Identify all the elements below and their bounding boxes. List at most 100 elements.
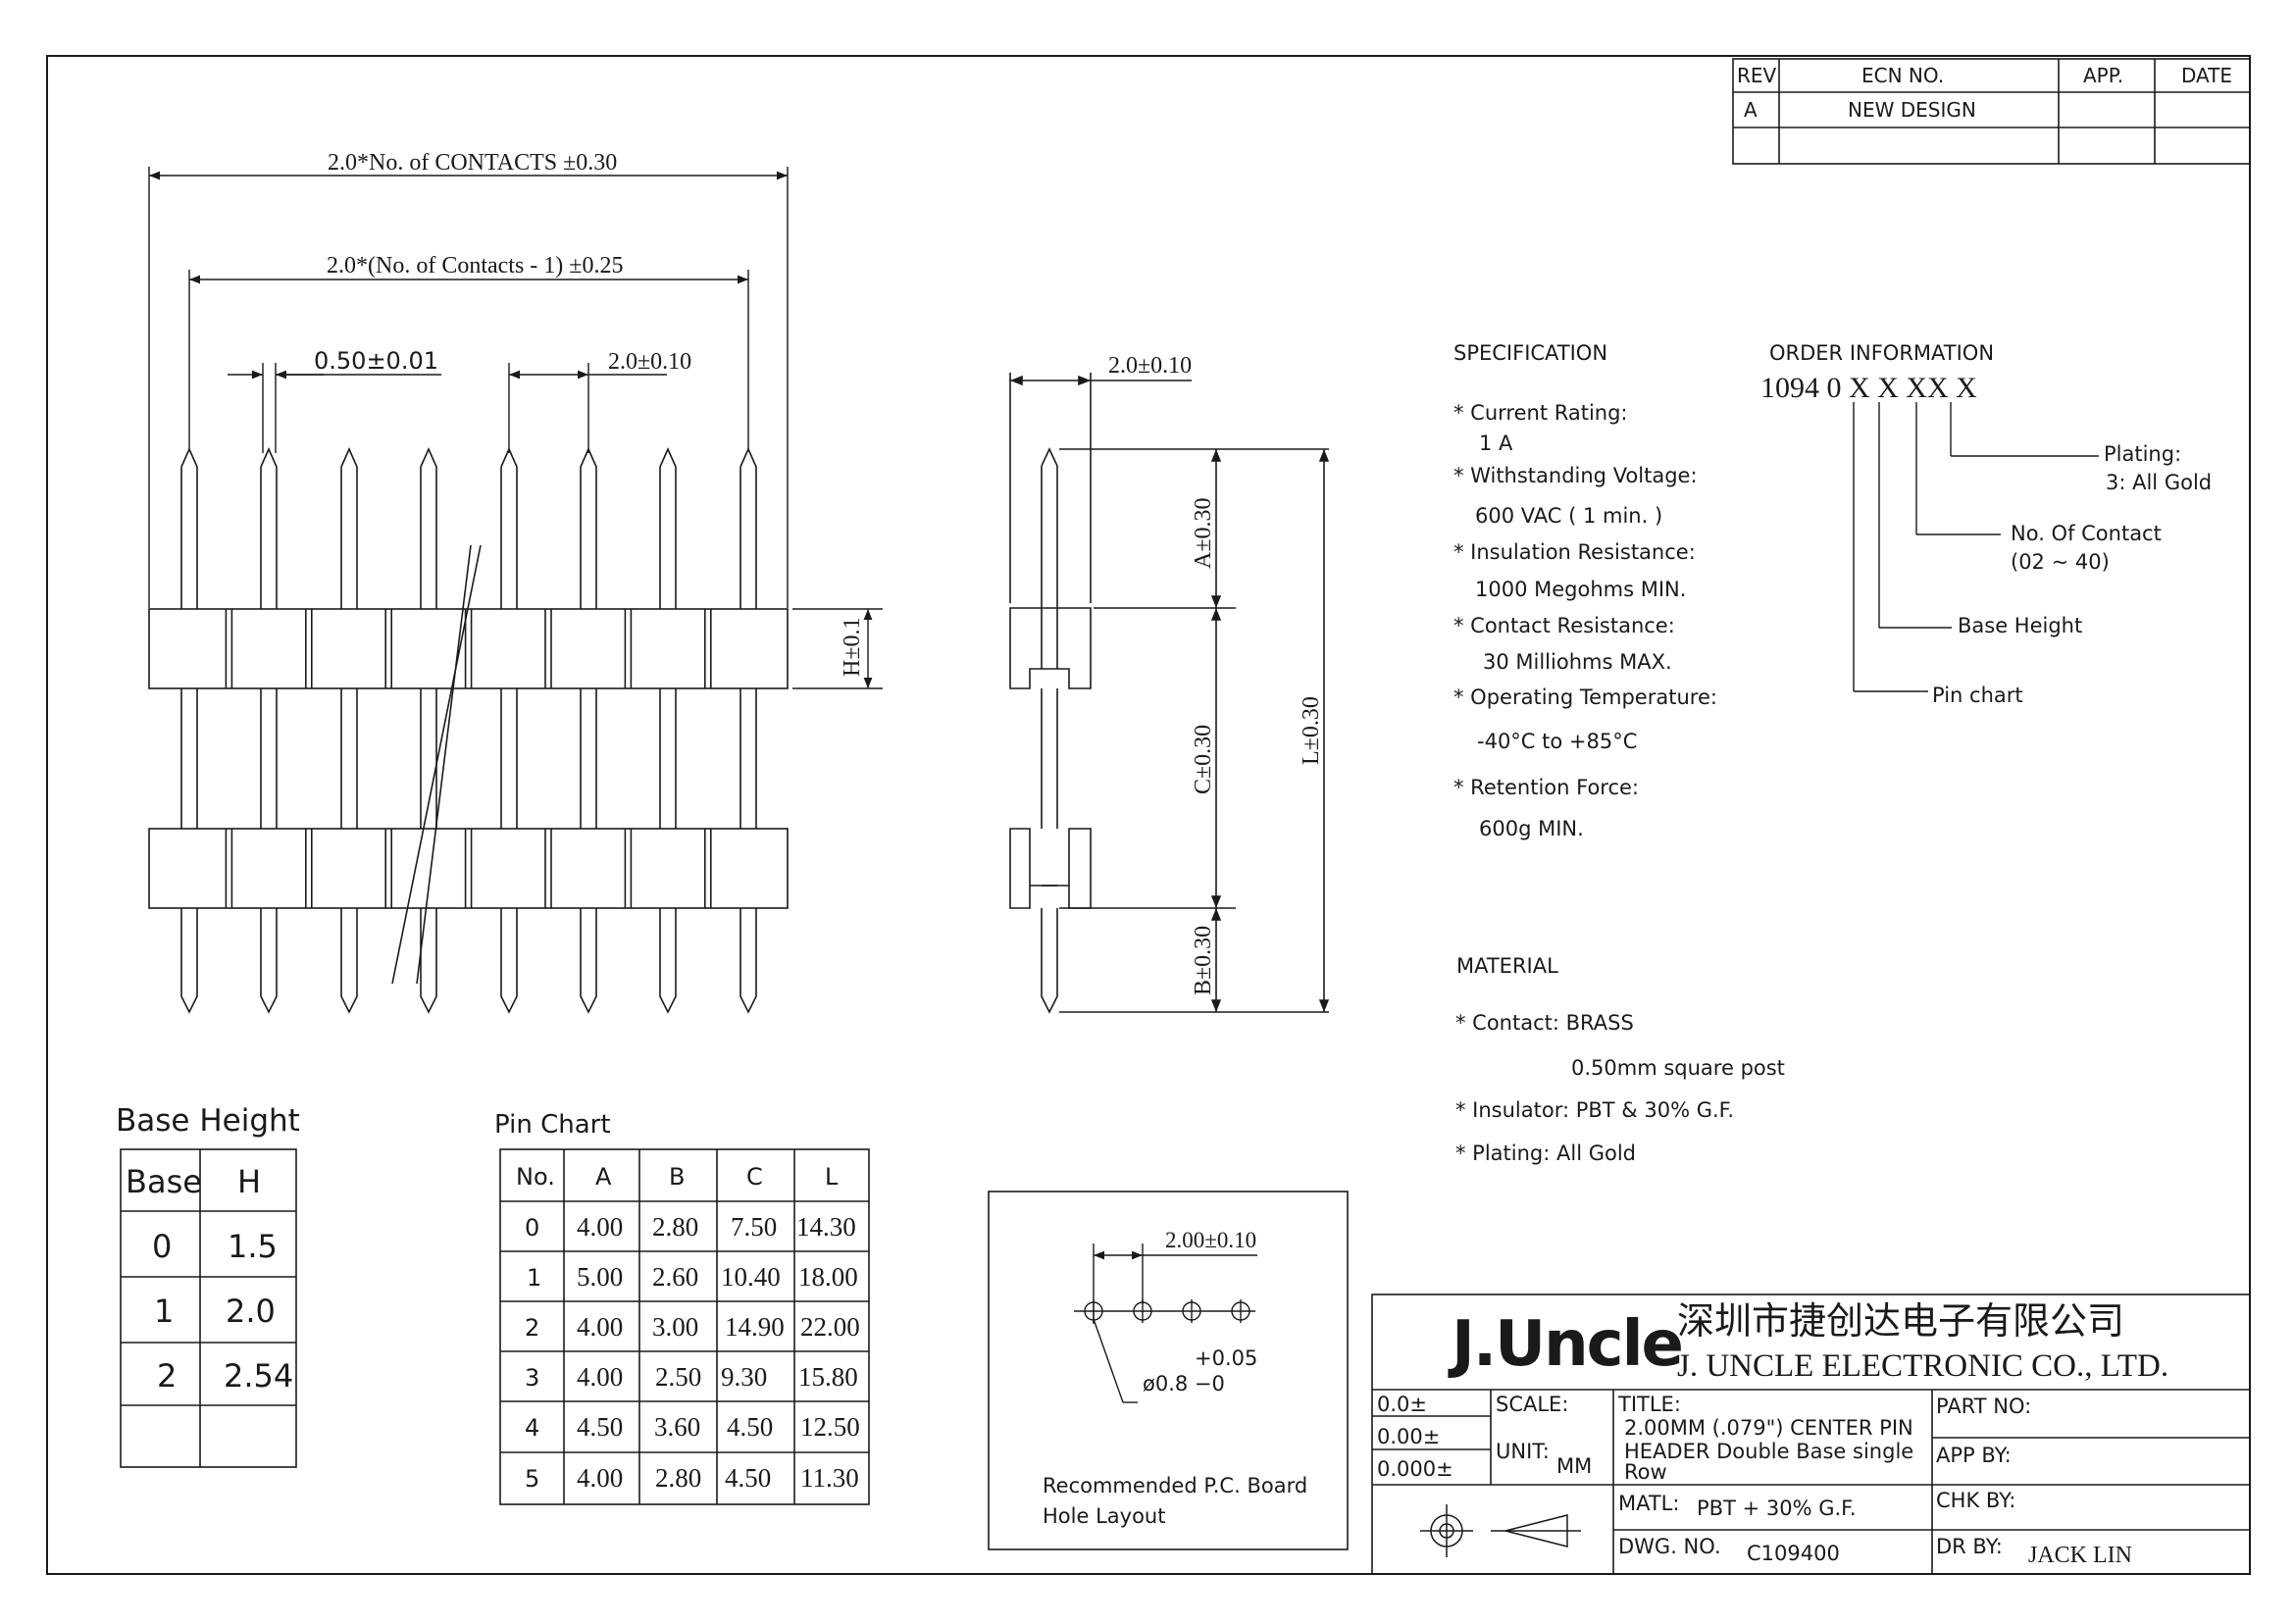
- spec-value: 600g MIN.: [1479, 817, 1584, 840]
- pin-chart-cell: 5.00: [577, 1262, 623, 1292]
- dr-by-label: DR BY:: [1936, 1535, 2003, 1558]
- dim-overall-length: 2.0*No. of CONTACTS ±0.30: [328, 150, 617, 176]
- tolerance-2: 0.00±: [1377, 1425, 1440, 1448]
- dim-post-size: 0.50±0.01: [314, 347, 438, 375]
- pin-chart-cell: 15.80: [798, 1362, 858, 1392]
- pin: [500, 688, 518, 829]
- pin-chart-cell: 7.50: [731, 1212, 777, 1242]
- pin-chart-header: C: [746, 1163, 763, 1191]
- pin: [260, 908, 278, 1014]
- pin-chart-cell: 12.50: [800, 1412, 860, 1442]
- dim-l: L±0.30: [1299, 696, 1324, 765]
- scale-label: SCALE:: [1496, 1393, 1568, 1416]
- projection-symbol-icon: [1420, 1504, 1581, 1557]
- rev-header-rev: REV: [1737, 64, 1777, 87]
- pin-chart-cell: 11.30: [800, 1463, 859, 1493]
- pin-chart-cell: 5: [525, 1465, 539, 1493]
- base-height-cell: 2.54: [224, 1357, 293, 1395]
- pin: [580, 908, 597, 1014]
- order-callout-plating: Plating:: [2104, 442, 2181, 466]
- pin-chart-cell: 4.50: [725, 1463, 771, 1493]
- pin-chart-table: [499, 1148, 870, 1505]
- pin: [340, 908, 358, 1014]
- dim-pitch: 2.0±0.10: [608, 349, 691, 375]
- spec-label: * Current Rating:: [1453, 401, 1628, 425]
- pin-chart-cell: 2.80: [652, 1212, 698, 1242]
- pin-chart-cell: 2: [525, 1314, 539, 1342]
- pin-chart-header: L: [825, 1163, 839, 1191]
- spec-value: -40°C to +85°C: [1477, 730, 1637, 753]
- pin-chart-cell: 18.00: [798, 1262, 858, 1292]
- base-height-cell: 1: [154, 1293, 174, 1330]
- base-height-cell: 2.0: [226, 1293, 276, 1330]
- part-no-label: PART NO:: [1936, 1395, 2031, 1418]
- pin-chart-cell: 22.00: [800, 1312, 860, 1342]
- pin-chart-cell: 4.00: [577, 1212, 623, 1242]
- pcb-pitch: 2.00±0.10: [1165, 1228, 1256, 1252]
- pin-chart-cell: 4.00: [577, 1312, 623, 1342]
- material-item: * Contact: BRASS: [1455, 1011, 1634, 1035]
- order-callout-lines: [1853, 402, 2099, 692]
- pin: [420, 447, 437, 609]
- base-height-cell: 1.5: [228, 1228, 278, 1265]
- dwg-no-value: C109400: [1747, 1542, 1840, 1565]
- pin: [420, 908, 437, 1014]
- order-callout-contacts-range: (02 ~ 40): [2011, 550, 2110, 574]
- side-upper-base: [1009, 607, 1092, 689]
- pin: [260, 688, 278, 829]
- pcb-caption: Hole Layout: [1043, 1504, 1165, 1528]
- sheet-border: [46, 55, 2251, 1575]
- app-by-label: APP BY:: [1936, 1444, 2012, 1467]
- tolerance-1: 0.0±: [1377, 1393, 1427, 1416]
- company-name-cn: 深圳市捷创达电子有限公司: [1677, 1301, 2124, 1343]
- pin: [739, 688, 757, 829]
- pin: [659, 688, 677, 829]
- material-heading: MATERIAL: [1456, 954, 1558, 978]
- rev-cell-new-design: NEW DESIGN: [1848, 98, 1976, 122]
- matl-value: PBT + 30% G.F.: [1697, 1497, 1857, 1520]
- pcb-hole-layout: [1074, 1243, 1257, 1403]
- pin: [180, 688, 198, 829]
- rev-header-date: DATE: [2181, 64, 2232, 87]
- material-item: * Insulator: PBT & 30% G.F.: [1455, 1098, 1734, 1122]
- company-logo: J.Uncle: [1448, 1308, 1682, 1381]
- spec-label: * Contact Resistance:: [1453, 614, 1675, 637]
- base-height-cell: 2: [157, 1357, 177, 1395]
- revision-block: [1732, 58, 2251, 165]
- pin-chart-cell: 4: [525, 1414, 539, 1442]
- pin-chart-cell: 9.30: [721, 1362, 767, 1392]
- spec-label: * Withstanding Voltage:: [1453, 464, 1698, 487]
- pin: [420, 688, 437, 829]
- front-dimensions: [148, 167, 883, 689]
- lower-base: [148, 828, 789, 909]
- order-part-code: 1094 0 X X XX X: [1760, 372, 1977, 404]
- order-callout-contacts: No. Of Contact: [2011, 522, 2162, 545]
- pin: [340, 447, 358, 609]
- pin-chart-header: No.: [516, 1163, 555, 1191]
- pin: [580, 447, 597, 609]
- material-item: * Plating: All Gold: [1455, 1142, 1636, 1165]
- rev-header-app: APP.: [2083, 64, 2123, 87]
- unit-label: UNIT:: [1496, 1440, 1550, 1463]
- pin-chart-cell: 2.50: [655, 1362, 701, 1392]
- pin: [659, 447, 677, 609]
- dim-row-pitch: 2.0±0.10: [1108, 353, 1192, 379]
- chk-by-label: CHK BY:: [1936, 1489, 2015, 1512]
- title-label: TITLE:: [1617, 1393, 1681, 1416]
- spec-value: 1 A: [1479, 431, 1513, 455]
- spec-label: * Operating Temperature:: [1453, 685, 1717, 709]
- base-height-title: Base Height: [116, 1103, 300, 1139]
- matl-label: MATL:: [1618, 1492, 1679, 1515]
- dim-c: C±0.30: [1191, 725, 1216, 794]
- break-line: [391, 544, 482, 985]
- dr-by-value: JACK LIN: [2028, 1543, 2132, 1568]
- pin-chart-cell: 3: [525, 1364, 539, 1392]
- spec-value: 600 VAC ( 1 min. ): [1475, 504, 1662, 528]
- pin-chart-cell: 14.30: [796, 1212, 856, 1242]
- pin-chart-cell: 14.90: [725, 1312, 785, 1342]
- dwg-no-label: DWG. NO.: [1618, 1535, 1721, 1558]
- pin-chart-cell: 4.50: [577, 1412, 623, 1442]
- base-height-header: Base: [126, 1163, 202, 1200]
- spec-value: 1000 Megohms MIN.: [1475, 578, 1686, 601]
